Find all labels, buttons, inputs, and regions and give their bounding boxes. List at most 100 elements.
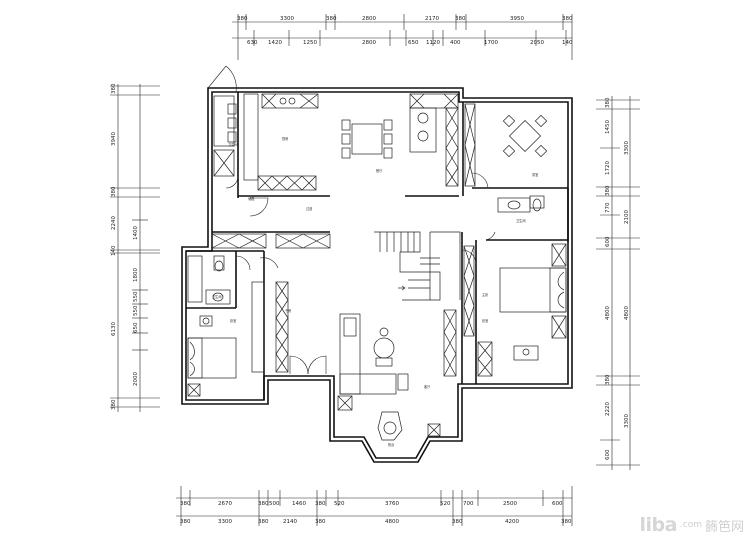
right-dimension-chain: 380 1450 1720 380 770 600 4800 380 2220 … bbox=[596, 96, 640, 470]
cabinets bbox=[187, 93, 567, 437]
dim-top-inner-9: 2050 bbox=[530, 40, 544, 46]
dim-bot-inner-2: 2670 bbox=[218, 501, 232, 507]
dim-right-out-1: 3300 bbox=[624, 141, 630, 155]
label-kitchen: 厨房 bbox=[282, 136, 288, 141]
label-storage: 储藏 bbox=[248, 196, 255, 201]
label-bedroom-2: 卧室 bbox=[482, 318, 488, 323]
staircase bbox=[374, 231, 461, 301]
dim-top-1: 380 bbox=[237, 16, 248, 22]
dim-right-1: 380 bbox=[605, 97, 611, 108]
dim-top-inner-2: 1420 bbox=[268, 40, 282, 46]
dim-bot-8: 4200 bbox=[505, 519, 519, 525]
label-hall: 过道 bbox=[306, 206, 313, 211]
dim-bot-inner-8: 3760 bbox=[385, 501, 399, 507]
dim-left-in-6: 2000 bbox=[133, 372, 139, 386]
dim-top-3: 380 bbox=[326, 16, 337, 22]
dim-top-4: 2800 bbox=[362, 16, 376, 22]
dim-bot-inner-1: 380 bbox=[180, 501, 191, 507]
dim-top-inner-3: 1250 bbox=[303, 40, 317, 46]
dim-bot-4: 2140 bbox=[283, 519, 297, 525]
dim-bot-inner-6: 380 bbox=[315, 501, 326, 507]
dim-left-in-1: 1400 bbox=[133, 226, 139, 240]
dim-bot-inner-9: 520 bbox=[440, 501, 451, 507]
tea-table bbox=[502, 114, 548, 158]
dim-left-in-4: 550 bbox=[133, 305, 139, 316]
label-living: 客厅 bbox=[424, 384, 431, 389]
dim-left-in-3: 550 bbox=[133, 291, 139, 302]
dim-top-inner-6: 1120 bbox=[426, 40, 440, 46]
bathroom-fixtures bbox=[187, 95, 545, 305]
room-labels: 厨房 餐厅 过道 茶室 卫生间 卫生间 卫生间 卧室 卧室 书房 客厅 储藏 主… bbox=[212, 136, 538, 447]
label-bath-1: 卫生间 bbox=[228, 142, 238, 147]
watermark-logo: liba bbox=[639, 514, 677, 536]
dim-left-5: 140 bbox=[111, 245, 117, 256]
dim-right-8: 380 bbox=[605, 374, 611, 385]
dim-bot-inner-5: 1460 bbox=[292, 501, 306, 507]
dim-top-inner-8: 1700 bbox=[484, 40, 498, 46]
dim-bot-3: 380 bbox=[258, 519, 269, 525]
living-sofa-set bbox=[339, 313, 409, 441]
label-study: 书房 bbox=[285, 308, 291, 313]
watermark-site: .com bbox=[679, 520, 702, 530]
label-bath-2: 卫生间 bbox=[516, 218, 526, 223]
dim-bot-6: 4800 bbox=[385, 519, 399, 525]
dim-top-7: 3950 bbox=[510, 16, 524, 22]
dim-top-6: 380 bbox=[455, 16, 466, 22]
dim-top-inner-5: 650 bbox=[408, 40, 419, 46]
dim-right-4: 380 bbox=[605, 185, 611, 196]
dim-top-2: 3300 bbox=[280, 16, 294, 22]
dim-left-4: 2240 bbox=[111, 216, 117, 230]
exterior-walls bbox=[181, 87, 573, 463]
dim-right-9: 2220 bbox=[605, 402, 611, 416]
left-dimension-chain: 380 3940 380 2240 140 6130 380 1400 1800… bbox=[110, 83, 160, 412]
bedroom-1-furniture bbox=[187, 315, 237, 379]
dim-right-out-2: 2100 bbox=[624, 210, 630, 224]
dim-bot-1: 380 bbox=[180, 519, 191, 525]
dim-bot-9: 380 bbox=[561, 519, 572, 525]
dim-left-7: 380 bbox=[111, 399, 117, 410]
dim-bot-5: 380 bbox=[315, 519, 326, 525]
dim-bot-inner-7: 520 bbox=[334, 501, 345, 507]
dim-bot-inner-11: 2500 bbox=[503, 501, 517, 507]
bedroom-2-furniture bbox=[499, 267, 567, 361]
dim-bot-inner-3: 380 bbox=[258, 501, 269, 507]
dim-top-inner-7: 400 bbox=[450, 40, 461, 46]
label-balcony: 阳台 bbox=[388, 442, 394, 447]
dim-top-inner-4: 2800 bbox=[362, 40, 376, 46]
dim-right-out-3: 4800 bbox=[624, 306, 630, 320]
doors bbox=[207, 65, 496, 375]
label-bedroom-1: 卧室 bbox=[230, 318, 236, 323]
dim-bot-inner-4: 500 bbox=[269, 501, 280, 507]
dim-right-3: 1720 bbox=[605, 161, 611, 175]
dim-bot-2: 3300 bbox=[218, 519, 232, 525]
bottom-dimension-chain: 380 2670 380 500 1460 380 520 3760 520 7… bbox=[176, 486, 573, 526]
dim-top-inner-10: 140 bbox=[562, 40, 573, 46]
dim-right-6: 600 bbox=[605, 236, 611, 247]
dim-top-8: 380 bbox=[562, 16, 573, 22]
dim-bot-inner-10: 700 bbox=[463, 501, 474, 507]
dim-left-6: 6130 bbox=[111, 322, 117, 336]
dim-right-2: 1450 bbox=[605, 120, 611, 134]
dim-right-10: 600 bbox=[605, 449, 611, 460]
dim-bot-7: 380 bbox=[452, 519, 463, 525]
top-dimension-chain: 380 3300 380 2800 2170 380 3950 380 630 … bbox=[232, 14, 573, 60]
dim-left-in-2: 1800 bbox=[133, 268, 139, 282]
watermark: liba .com 籂笆网 bbox=[639, 514, 744, 536]
dim-left-3: 380 bbox=[111, 186, 117, 197]
label-master: 主卧 bbox=[482, 292, 489, 297]
label-dining: 餐厅 bbox=[376, 168, 383, 173]
dim-left-1: 380 bbox=[111, 83, 117, 94]
label-bath-3: 卫生间 bbox=[212, 294, 222, 299]
dim-top-inner-1: 630 bbox=[247, 40, 258, 46]
watermark-cn: 籂笆网 bbox=[704, 519, 744, 535]
dim-bot-inner-12: 600 bbox=[552, 501, 563, 507]
dim-right-out-4: 3300 bbox=[624, 414, 630, 428]
dim-top-5: 2170 bbox=[425, 16, 439, 22]
dining-table bbox=[341, 119, 393, 159]
label-tea: 茶室 bbox=[532, 172, 538, 177]
dim-left-in-5: 650 bbox=[133, 322, 139, 333]
dim-left-2: 3940 bbox=[111, 132, 117, 146]
entry-marker-icon bbox=[398, 285, 406, 291]
dim-right-5: 770 bbox=[605, 202, 611, 213]
